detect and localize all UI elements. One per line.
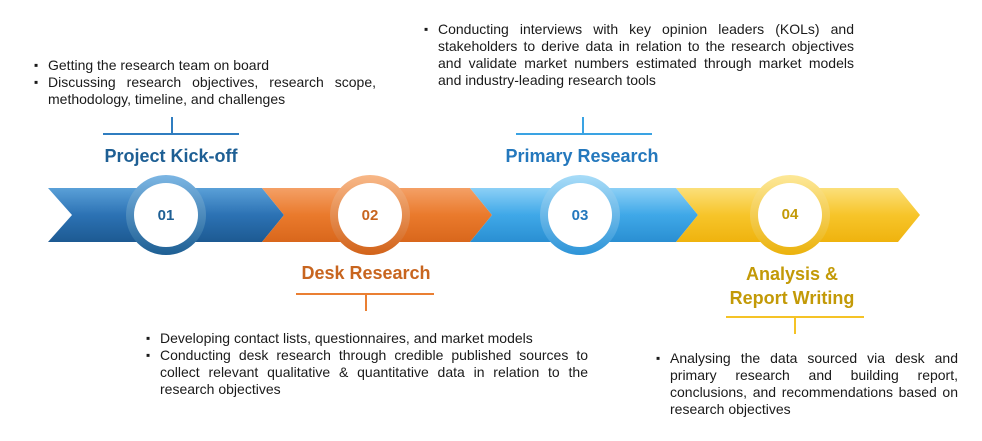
step-2-connector (365, 295, 367, 311)
step-4-bracket (726, 316, 864, 318)
step-1-connector (171, 117, 173, 133)
step-3-title: Primary Research (505, 146, 659, 166)
step-3-connector (582, 117, 584, 133)
step-1-title: Project Kick-off (104, 146, 238, 166)
step-2-bullet: Conducting desk research through credibl… (146, 347, 588, 398)
step-2-bullets: Developing contact lists, questionnaires… (146, 330, 588, 398)
step-1-bullets: Getting the research team on board Discu… (34, 57, 376, 108)
step-number-3: 03 (548, 183, 612, 247)
step-1-bullet: Discussing research objectives, research… (34, 74, 376, 108)
step-3-bracket (516, 133, 652, 135)
step-2-bracket (296, 293, 434, 295)
step-4-bullet: Analysing the data sourced via desk and … (656, 350, 958, 418)
step-2-title: Desk Research (301, 263, 431, 283)
step-number-1: 01 (134, 183, 198, 247)
step-2-bullet: Developing contact lists, questionnaires… (146, 330, 588, 347)
step-1-bullet: Getting the research team on board (34, 57, 376, 74)
step-4-title-line-2: Report Writing (729, 288, 855, 308)
step-4-title: Analysis & Report Writing (692, 262, 892, 310)
step-number-2: 02 (338, 183, 402, 247)
step-3-bullets: Conducting interviews with key opinion l… (424, 21, 854, 89)
step-3-bullet: Conducting interviews with key opinion l… (424, 21, 854, 89)
step-4-title-line-1: Analysis & (745, 264, 839, 284)
step-1-bracket (103, 133, 239, 135)
step-number-4: 04 (758, 183, 822, 247)
step-4-bullets: Analysing the data sourced via desk and … (656, 350, 958, 418)
step-4-connector (794, 318, 796, 334)
